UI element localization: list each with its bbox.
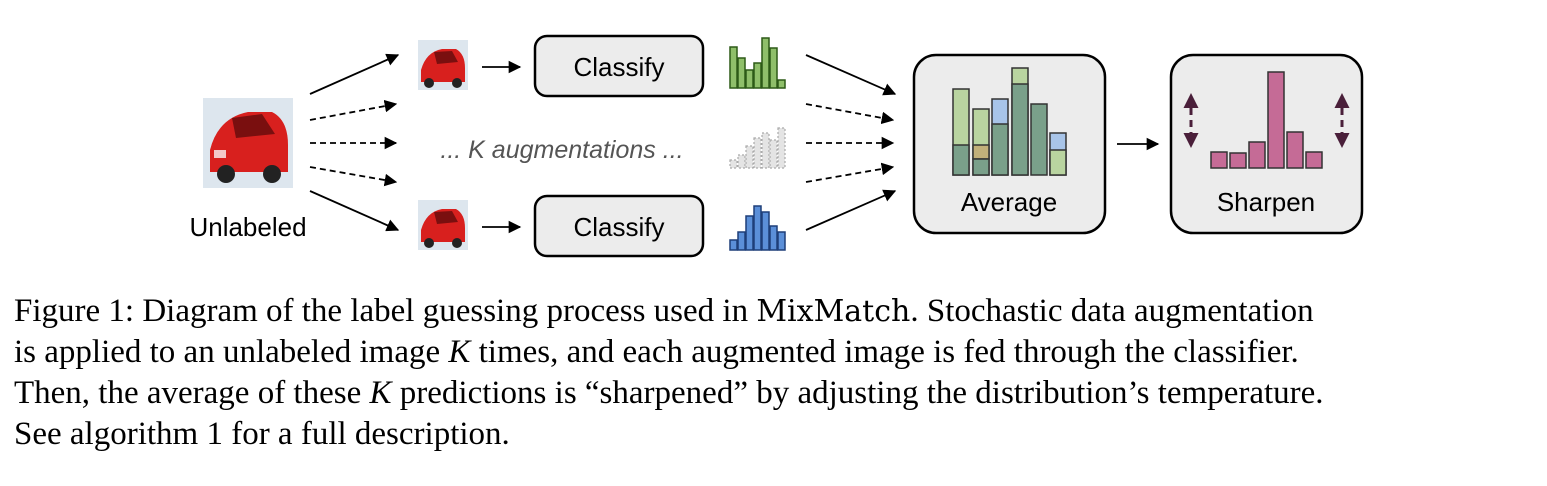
hist-top-bar xyxy=(737,57,746,89)
caption-text: Then, the average of these xyxy=(14,375,370,411)
sharp-bar xyxy=(1305,151,1323,169)
hist-bot-bar xyxy=(777,231,786,251)
caption-line-4: See algorithm 1 for a full description. xyxy=(14,416,510,452)
hist-mid-bar xyxy=(769,139,778,169)
hist-mid-bar xyxy=(753,137,762,169)
avg-bar xyxy=(972,158,990,176)
avg-bar xyxy=(1049,149,1067,176)
caption-line-3: Then, the average of these K predictions… xyxy=(14,375,1324,411)
prediction-histogram-bottom xyxy=(729,205,786,251)
caption-text: . Stochastic data augmentation xyxy=(910,293,1314,329)
hist-top-bar xyxy=(761,37,770,89)
hist-bot-bar xyxy=(737,231,746,251)
prediction-histogram-top xyxy=(729,37,786,89)
classify-box-bottom: Classify xyxy=(533,194,705,258)
augmentation-arrows xyxy=(309,53,400,232)
hist-top-bar xyxy=(753,62,762,89)
avg-bar xyxy=(1011,83,1029,176)
classify-bottom-label: Classify xyxy=(573,212,664,242)
classify-box-top: Classify xyxy=(533,34,705,98)
unlabeled-car-image-icon xyxy=(203,98,293,188)
hist-top-bar xyxy=(769,47,778,89)
avg-bar xyxy=(991,123,1009,176)
caption-text: Figure 1: Diagram of the label guessing … xyxy=(14,293,757,329)
avg-bar xyxy=(952,144,970,176)
sharpen-label: Sharpen xyxy=(1217,187,1315,217)
hist-top-bar xyxy=(729,46,738,89)
math-k: K xyxy=(369,375,392,411)
hist-bot-bar xyxy=(729,239,738,251)
average-histogram xyxy=(952,67,1067,176)
caption-text: times, and each augmented image is fed t… xyxy=(470,334,1299,370)
prediction-histogram-middle xyxy=(729,127,786,169)
sharp-bar xyxy=(1286,131,1304,169)
sharp-bar xyxy=(1248,141,1266,169)
caption-line-1: Figure 1: Diagram of the label guessing … xyxy=(14,293,1314,329)
hist-mid-bar xyxy=(745,145,754,169)
arrows-to-average xyxy=(805,54,897,231)
math-k: K xyxy=(448,334,471,370)
hist-mid-bar xyxy=(729,159,738,169)
sharp-bar xyxy=(1210,151,1228,169)
average-label: Average xyxy=(961,187,1057,217)
sharp-bar xyxy=(1267,71,1285,169)
method-name: MixMatch xyxy=(756,294,911,329)
sharpen-box: Sharpen xyxy=(1169,53,1364,235)
hist-mid-bar xyxy=(777,127,786,169)
caption-text: predictions is “sharpened” by adjusting … xyxy=(391,375,1324,411)
hist-bot-bar xyxy=(761,211,770,251)
augmented-car-bottom-icon xyxy=(418,200,468,250)
hist-top-bar xyxy=(777,79,786,89)
augmented-car-top-icon xyxy=(418,40,468,90)
sharp-bar xyxy=(1229,152,1247,169)
hist-bot-bar xyxy=(745,215,754,251)
sharpen-histogram xyxy=(1210,71,1323,169)
caption-text: is applied to an unlabeled image xyxy=(14,334,449,370)
figure-caption: Figure 1: Diagram of the label guessing … xyxy=(14,291,1539,455)
hist-bot-bar xyxy=(753,205,762,251)
average-box: Average xyxy=(912,53,1107,235)
hist-top-bar xyxy=(745,69,754,89)
unlabeled-label: Unlabeled xyxy=(189,212,306,242)
avg-bar xyxy=(1030,103,1048,176)
hist-mid-bar xyxy=(761,132,770,169)
hist-bot-bar xyxy=(769,225,778,251)
k-augmentations-label: ... K augmentations ... xyxy=(440,136,683,164)
label-guessing-diagram: Unlabeled Classify Classify ... K augmen… xyxy=(189,34,1364,258)
classify-top-label: Classify xyxy=(573,52,664,82)
hist-mid-bar xyxy=(737,154,746,169)
avg-bar xyxy=(972,144,990,160)
caption-line-2: is applied to an unlabeled image K times… xyxy=(14,334,1299,370)
